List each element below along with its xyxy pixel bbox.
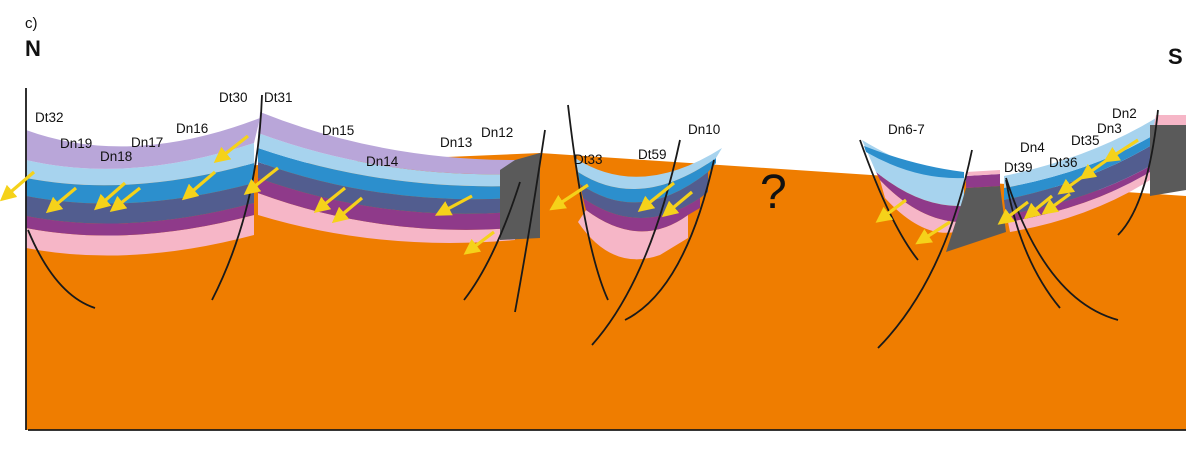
label-dt31: Dt31 [264, 90, 293, 105]
label-dt36: Dt36 [1049, 155, 1078, 170]
label-dt32: Dt32 [35, 110, 64, 125]
gray-south-block [1150, 125, 1186, 196]
basin-b-strata [258, 112, 515, 243]
label-dn4: Dn4 [1020, 140, 1045, 155]
label-dn13: Dn13 [440, 135, 472, 150]
basin-d-strata [862, 140, 964, 233]
label-dn18: Dn18 [100, 149, 132, 164]
label-dt33: Dt33 [574, 152, 603, 167]
label-dn6-7: Dn6-7 [888, 122, 925, 137]
label-dt39: Dt39 [1004, 160, 1033, 175]
label-dn17: Dn17 [131, 135, 163, 150]
label-dt35: Dt35 [1071, 133, 1100, 148]
gray-block-dn12 [500, 153, 540, 240]
label-dn2: Dn2 [1112, 106, 1137, 121]
north-label: N [25, 36, 41, 61]
label-dn16: Dn16 [176, 121, 208, 136]
south-label: S [1168, 44, 1183, 69]
yellow-arrows [0, 134, 1139, 255]
gray-horst [946, 186, 1006, 252]
label-dt59: Dt59 [638, 147, 667, 162]
label-dt30: Dt30 [219, 90, 248, 105]
label-dn15: Dn15 [322, 123, 354, 138]
label-dn10: Dn10 [688, 122, 720, 137]
label-dn14: Dn14 [366, 154, 399, 169]
unknown-mark: ? [760, 166, 787, 219]
label-dn12: Dn12 [481, 125, 513, 140]
panel-label: c) [25, 15, 38, 32]
label-dn19: Dn19 [60, 136, 92, 151]
label-dn3: Dn3 [1097, 121, 1122, 136]
basin-a-strata [26, 118, 260, 256]
faults [25, 88, 1186, 431]
